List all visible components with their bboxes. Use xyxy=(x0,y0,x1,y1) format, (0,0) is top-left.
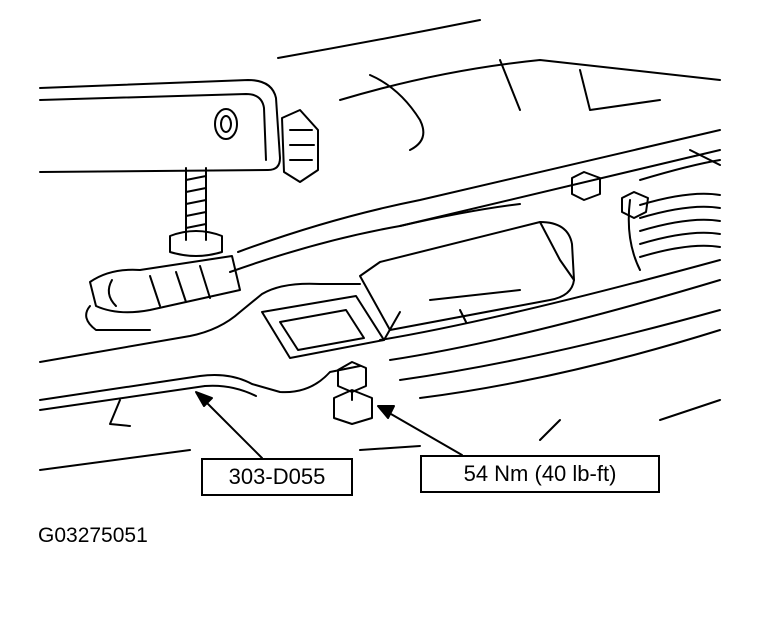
upper-bracket xyxy=(39,79,281,173)
toe-link xyxy=(39,282,361,411)
adjuster-sleeve xyxy=(85,255,241,331)
lower-arm xyxy=(229,129,721,273)
knuckle-mount xyxy=(261,221,575,359)
special-tool-callout: 303-D055 xyxy=(201,458,353,496)
torque-bolt xyxy=(333,361,373,425)
figure-id-label: G03275051 xyxy=(38,524,148,547)
torque-leader-arrow xyxy=(377,405,463,456)
upper-fasteners xyxy=(571,171,649,219)
threaded-rod xyxy=(169,167,223,257)
lower-rails xyxy=(379,259,721,399)
chassis-lines xyxy=(277,19,721,181)
tool-leader-arrow xyxy=(195,391,263,459)
torque-spec-callout: 54 Nm (40 lb-ft) xyxy=(420,455,660,493)
floor-lines xyxy=(39,399,721,471)
bracket-bolt xyxy=(281,109,319,183)
coil-spring xyxy=(627,192,721,271)
